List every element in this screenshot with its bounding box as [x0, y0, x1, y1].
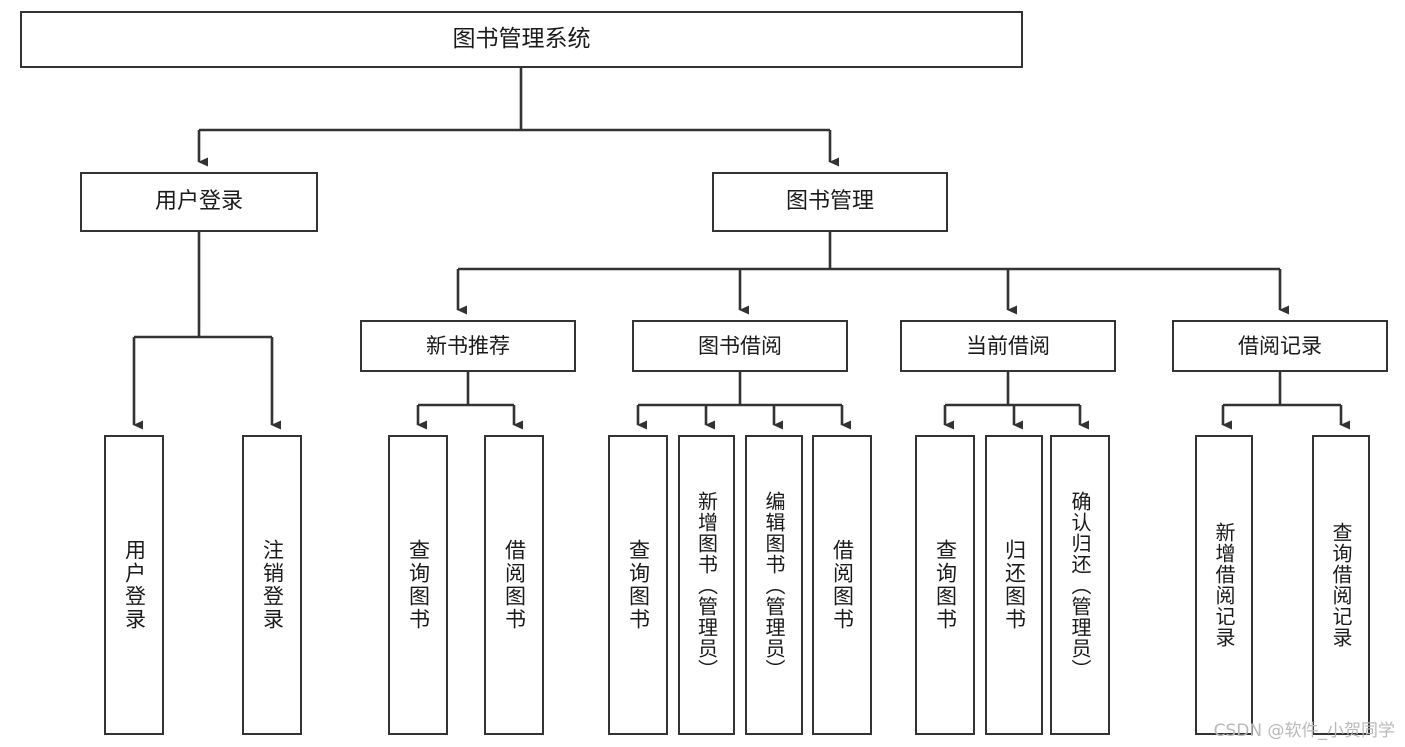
node-leaf-confirm-return-label: 确认归还（管理员）: [1068, 490, 1092, 680]
node-leaf-confirm-return[interactable]: 确认归还（管理员）: [1050, 435, 1110, 735]
node-user-login-label: 用户登录: [154, 189, 243, 215]
node-book-management[interactable]: 图书管理: [712, 172, 948, 232]
node-leaf-query-book-2-label: 查询图书: [626, 539, 651, 631]
node-leaf-query-book-2[interactable]: 查询图书: [608, 435, 668, 735]
node-leaf-query-book-3-label: 查询图书: [933, 539, 958, 631]
node-leaf-add-book-label: 新增图书（管理员）: [694, 490, 719, 680]
node-leaf-edit-book-label: 编辑图书（管理员）: [762, 490, 786, 680]
node-leaf-logout-login-label: 注销登录: [260, 539, 285, 631]
node-leaf-borrow-book-2-label: 借阅图书: [830, 539, 855, 631]
node-leaf-return-book-label: 归还图书: [1002, 539, 1027, 631]
node-borrow-record[interactable]: 借阅记录: [1172, 320, 1388, 372]
node-leaf-query-book-3[interactable]: 查询图书: [915, 435, 975, 735]
node-leaf-borrow-book-1-label: 借阅图书: [502, 539, 527, 631]
node-leaf-borrow-book-1[interactable]: 借阅图书: [484, 435, 544, 735]
node-current-borrow[interactable]: 当前借阅: [900, 320, 1116, 372]
node-leaf-user-login[interactable]: 用户登录: [104, 435, 164, 735]
node-leaf-return-book[interactable]: 归还图书: [985, 435, 1043, 735]
node-book-borrow[interactable]: 图书借阅: [632, 320, 848, 372]
node-current-borrow-label: 当前借阅: [966, 333, 1050, 358]
node-leaf-query-record-label: 查询借阅记录: [1329, 522, 1353, 648]
node-book-management-label: 图书管理: [785, 189, 874, 215]
node-leaf-add-record[interactable]: 新增借阅记录: [1195, 435, 1253, 735]
node-root-label: 图书管理系统: [452, 25, 591, 52]
node-new-book-recommend[interactable]: 新书推荐: [360, 320, 576, 372]
node-leaf-query-record[interactable]: 查询借阅记录: [1312, 435, 1370, 735]
csdn-watermark: CSDN @软件_小贺同学: [1213, 721, 1395, 741]
node-leaf-edit-book[interactable]: 编辑图书（管理员）: [745, 435, 803, 735]
node-leaf-borrow-book-2[interactable]: 借阅图书: [812, 435, 872, 735]
node-user-login[interactable]: 用户登录: [80, 172, 318, 232]
node-leaf-add-record-label: 新增借阅记录: [1212, 522, 1236, 648]
node-leaf-add-book[interactable]: 新增图书（管理员）: [678, 435, 735, 735]
node-new-book-recommend-label: 新书推荐: [426, 333, 510, 358]
node-leaf-user-login-label: 用户登录: [122, 539, 147, 631]
node-root-book-management-system[interactable]: 图书管理系统: [20, 11, 1023, 68]
node-leaf-query-book-1-label: 查询图书: [406, 539, 431, 631]
node-book-borrow-label: 图书借阅: [698, 333, 782, 358]
node-leaf-logout-login[interactable]: 注销登录: [242, 435, 302, 735]
node-borrow-record-label: 借阅记录: [1238, 333, 1322, 358]
node-leaf-query-book-1[interactable]: 查询图书: [388, 435, 448, 735]
